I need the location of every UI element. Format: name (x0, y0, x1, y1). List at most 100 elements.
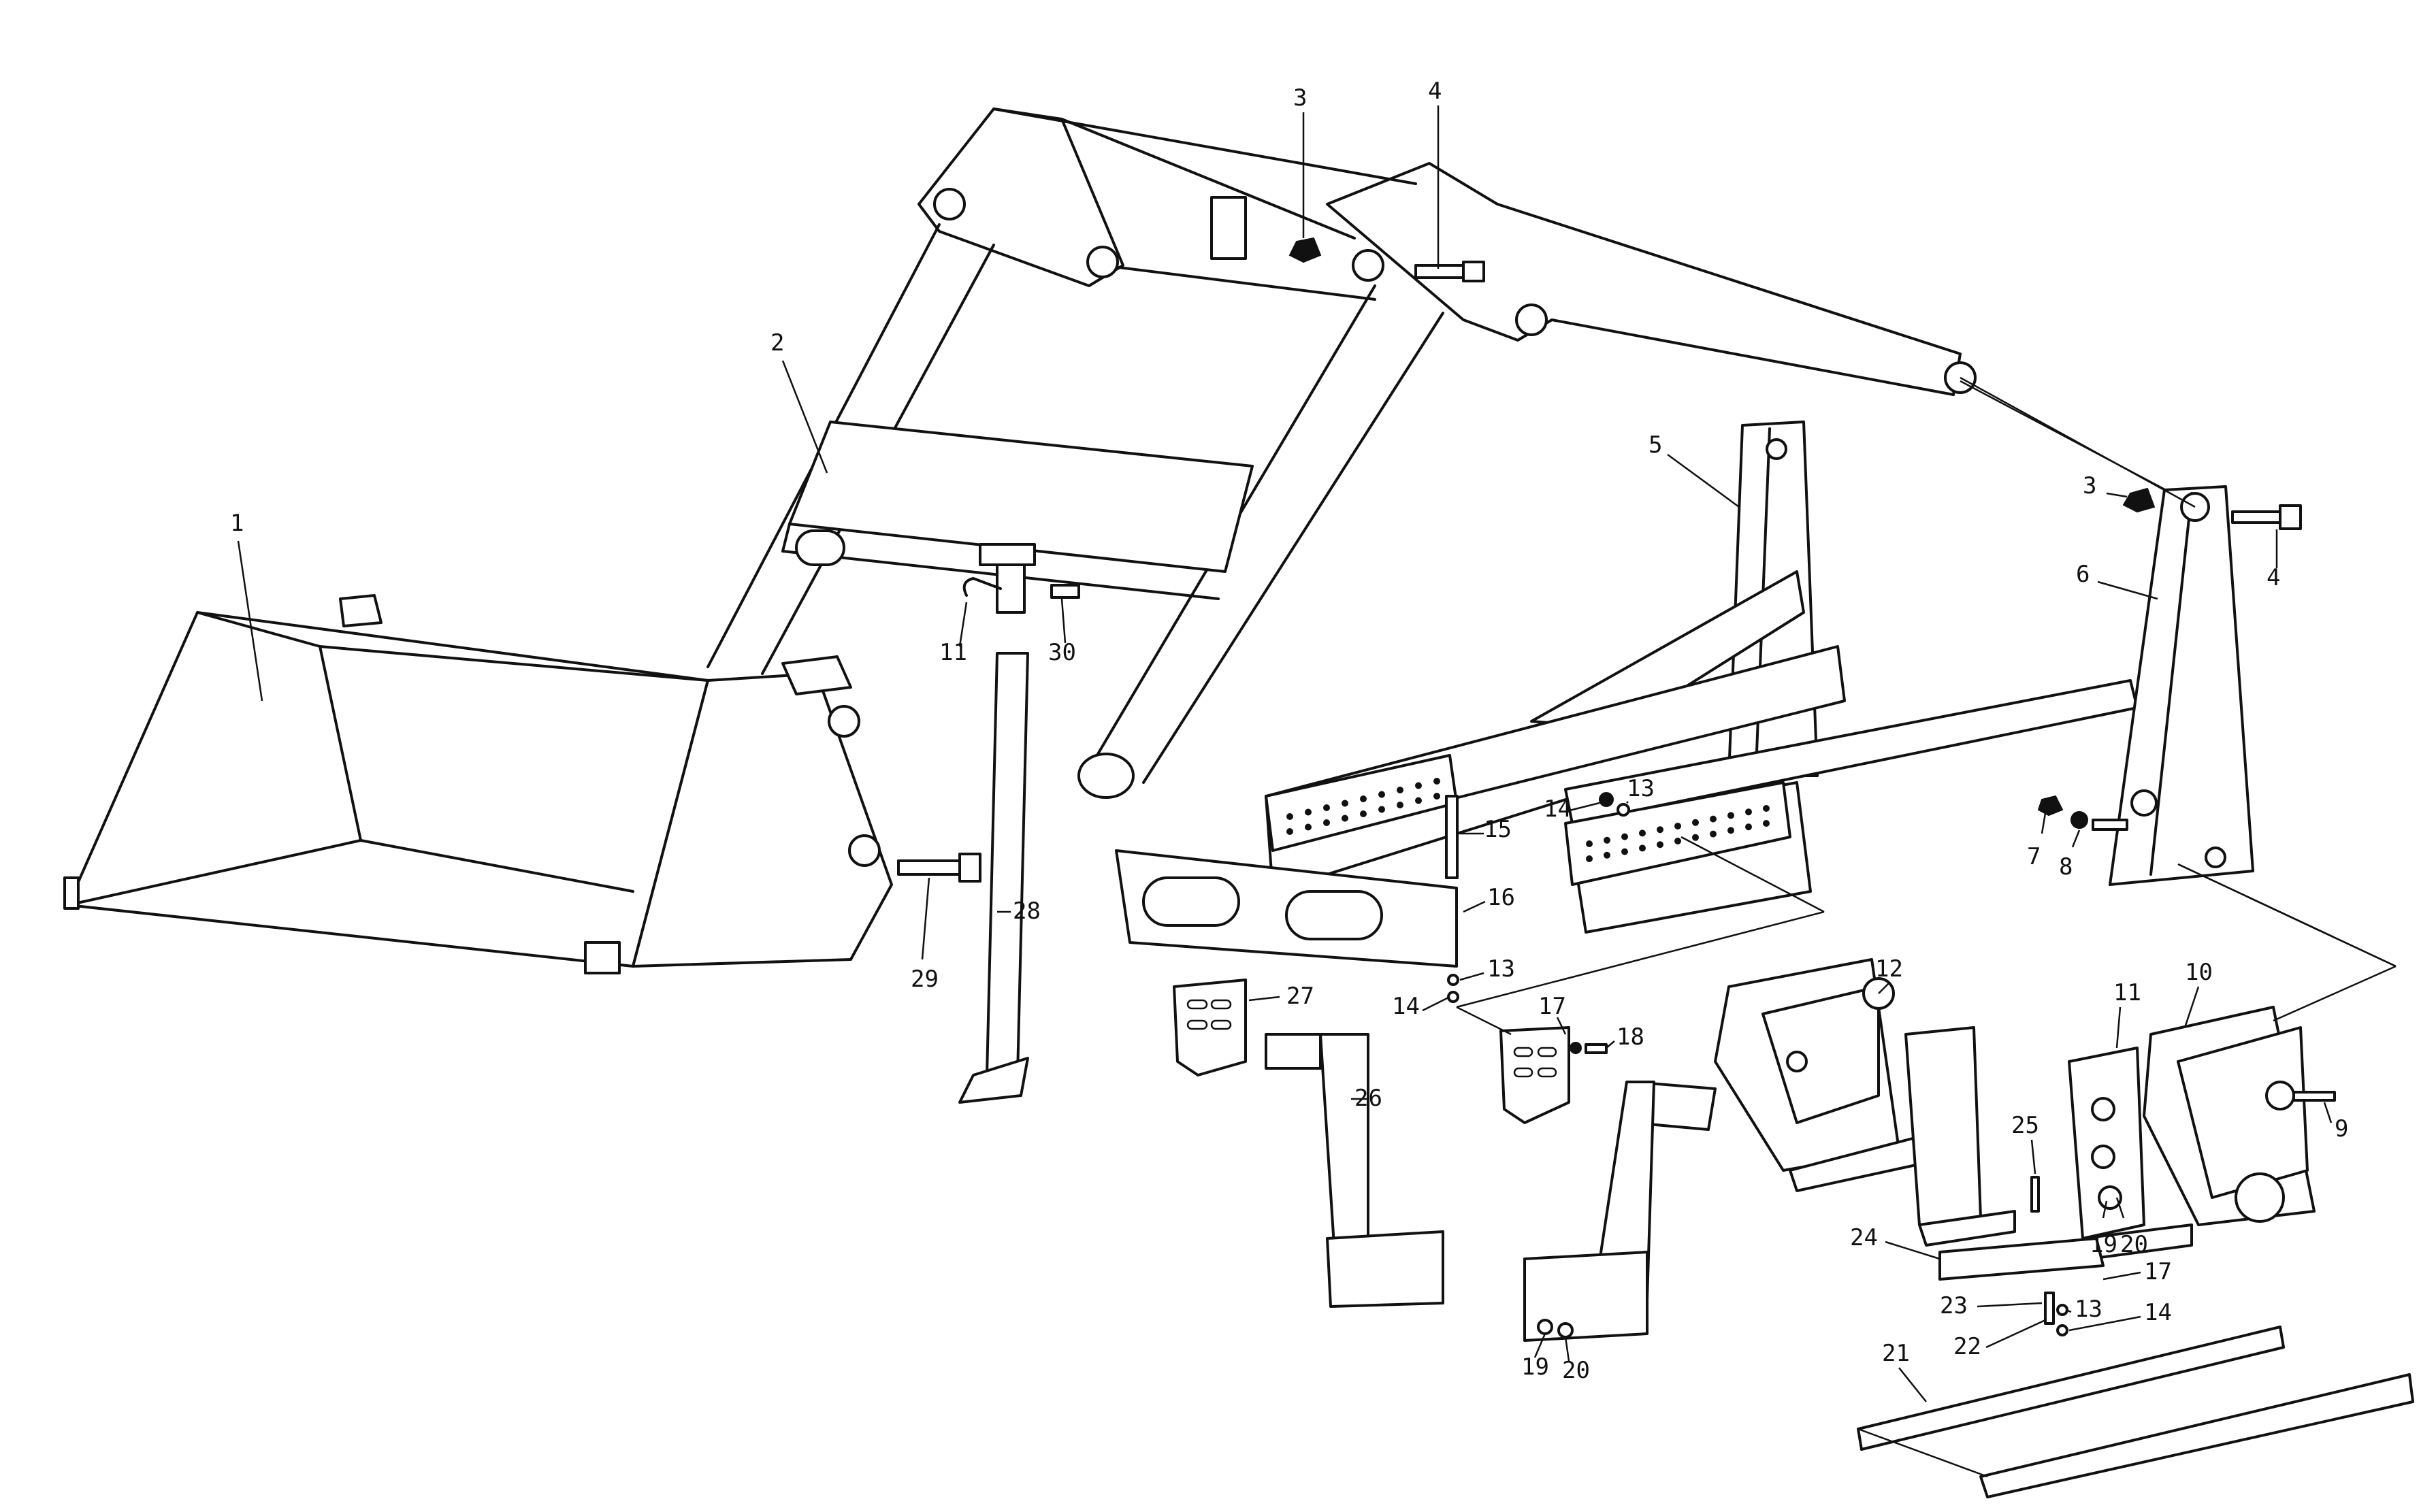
channel-hole (1639, 844, 1646, 852)
channel-hole (1745, 823, 1752, 831)
channel-hole (1604, 851, 1610, 859)
bucket-pin (897, 853, 981, 883)
channel-hole (1586, 855, 1593, 862)
leader-line-19 (1533, 1333, 1546, 1358)
part-label-17: 17 (1538, 993, 1566, 1020)
channel-hole (1639, 829, 1646, 837)
channel-hole (1323, 804, 1330, 811)
part-label-23: 23 (1940, 1292, 1968, 1319)
channel-hole (1286, 828, 1293, 835)
part-label-11: 11 (2113, 979, 2141, 1006)
channel-hole (1586, 840, 1593, 847)
part-label-2: 2 (770, 329, 784, 357)
part-label-13: 13 (2075, 1296, 2102, 1323)
part-label-29: 29 (911, 966, 939, 993)
part-label-8: 8 (2059, 853, 2073, 881)
leader-line-13 (1459, 972, 1484, 981)
part-label-19: 19 (2090, 1231, 2117, 1258)
channel-hole (1433, 793, 1440, 800)
part-label-22: 22 (1953, 1333, 1981, 1360)
hook-bracket-center (1499, 1026, 1717, 1342)
part-label-18: 18 (1617, 1023, 1644, 1051)
hook-bracket-left (1173, 979, 1444, 1308)
part-label-27: 27 (1286, 983, 1314, 1010)
part-label-3: 3 (2083, 472, 2096, 499)
channel-hole (1305, 823, 1312, 831)
channel-hole (1397, 802, 1403, 808)
part-label-10: 10 (2185, 959, 2213, 986)
part-label-19: 19 (1521, 1353, 1549, 1381)
channel-hole (1763, 820, 1770, 827)
leader-line-14 (1422, 996, 1450, 1012)
cross-bracket (1115, 849, 1459, 1003)
part-label-24: 24 (1850, 1224, 1878, 1251)
part-label-14: 14 (1392, 993, 1420, 1020)
leader-line-14 (1566, 802, 1600, 812)
leader-line-30 (1060, 598, 1067, 644)
channel-hole (1657, 841, 1663, 849)
part-label-30: 30 (1048, 639, 1076, 666)
channel-hole (1342, 815, 1348, 822)
leader-line-6 (2097, 580, 2158, 600)
parking-stand (958, 543, 1080, 1104)
part-label-28: 28 (1013, 898, 1041, 925)
part-label-15: 15 (1484, 816, 1512, 843)
leader-line-13 (2065, 1309, 2072, 1313)
leader-line-20 (1564, 1336, 1570, 1362)
channel-hole (1323, 819, 1330, 826)
channel-hole (1305, 808, 1312, 816)
part-label-4: 4 (2267, 564, 2280, 591)
bucket (63, 594, 893, 974)
channel-hole (1433, 778, 1440, 785)
channel-hole (1674, 838, 1681, 844)
channel-hole (1657, 826, 1663, 834)
part-label-20: 20 (2120, 1231, 2148, 1258)
part-label-21: 21 (1882, 1340, 1910, 1367)
leader-line-11 (2115, 1006, 2122, 1049)
part-label-5: 5 (1649, 431, 1662, 459)
assembly-guide-lines (1456, 376, 2397, 1036)
leader-line-11 (958, 602, 968, 647)
part-label-14: 14 (1544, 795, 1572, 823)
channel-hole (1360, 810, 1367, 817)
frame-fasteners (1445, 792, 1630, 879)
channel-hole (1415, 782, 1422, 789)
channel-hole (1378, 791, 1385, 798)
part-label-20: 20 (1562, 1357, 1590, 1384)
channel-hole (1621, 833, 1628, 840)
leader-line-12 (1878, 983, 1889, 994)
leader-line-14 (2068, 1315, 2141, 1332)
leader-line-24 (1885, 1240, 1940, 1260)
part-label-13: 13 (1487, 955, 1515, 983)
channel-hole (1378, 806, 1385, 813)
channel-hole (1360, 795, 1367, 802)
part-label-11: 11 (939, 639, 967, 666)
part-label-1: 1 (230, 510, 244, 537)
leader-line-13 (1626, 801, 1629, 804)
leader-line-17 (2102, 1271, 2141, 1281)
leader-line-22 (1985, 1319, 2046, 1349)
leader-line-10 (2183, 986, 2200, 1028)
part-label-26: 26 (1354, 1085, 1382, 1112)
leader-line-8 (2071, 829, 2081, 848)
leader-line-9 (2323, 1102, 2333, 1123)
channel-hole (1674, 823, 1681, 829)
leader-line-21 (1898, 1367, 1927, 1402)
part-label-7: 7 (2027, 843, 2041, 870)
part-label-4: 4 (1428, 78, 1442, 105)
loader-boom (707, 108, 2192, 799)
side-mount-right (2068, 1006, 2336, 1260)
boom-pin-hardware (1288, 237, 1485, 282)
mount-tower-right (2037, 485, 2397, 968)
channel-hole (1604, 836, 1610, 844)
leader-line-3 (2106, 492, 2128, 498)
channel-hole (1397, 787, 1403, 793)
channel-hole (1710, 815, 1717, 823)
support-rails (1857, 1326, 2414, 1498)
part-label-9: 9 (2335, 1115, 2348, 1143)
channel-hole (1415, 797, 1422, 804)
leader-line-17 (1556, 1017, 1567, 1035)
channel-hole (1692, 819, 1699, 826)
